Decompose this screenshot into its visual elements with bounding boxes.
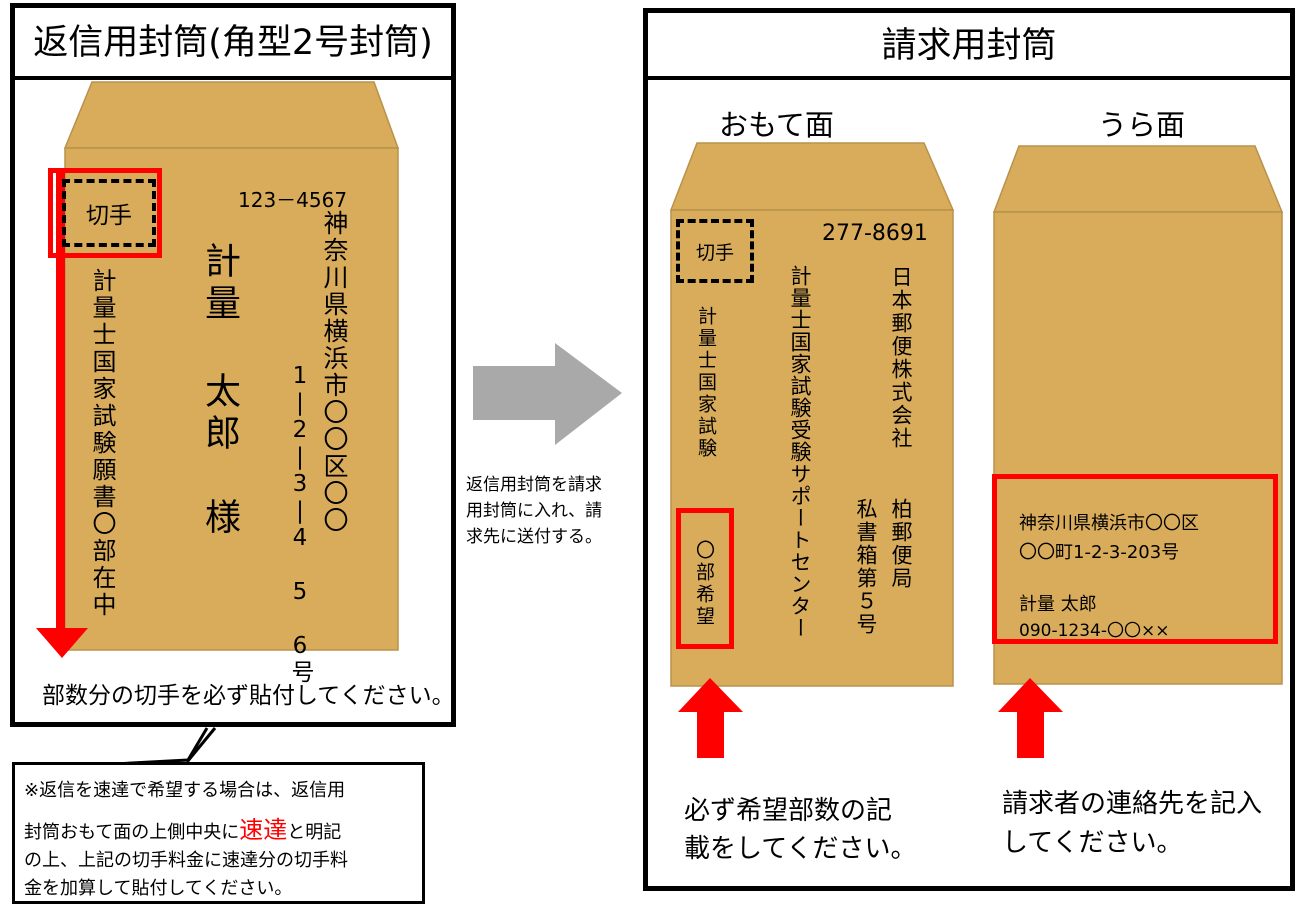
- title-divider: [15, 76, 451, 80]
- express-note-line2-after: と明記: [287, 822, 342, 843]
- vertical-red-arrow-head: [36, 628, 88, 658]
- return-block-number: 1|2|3|4 5 6号: [287, 363, 313, 684]
- front-postal-code: 277-8691: [822, 221, 928, 246]
- return-envelope-body: [64, 147, 399, 651]
- front-po-box: 私書箱第５号: [854, 498, 878, 636]
- express-note-line2: 封筒おもて面の上側中央に速達と明記: [24, 810, 341, 845]
- front-addressee-line1: 日本郵便株式会社: [889, 266, 913, 450]
- front-addressee-line2: 柏郵便局: [889, 498, 913, 590]
- title-divider: [648, 76, 1290, 80]
- return-document-note: 計量士国家試験願書〇部在中: [88, 268, 116, 619]
- stamp-highlight-box: [48, 168, 162, 258]
- return-address: 神奈川県横浜市〇〇区〇〇: [320, 210, 349, 534]
- front-center-name: 計量士国家試験受験サポートセンター: [788, 265, 812, 639]
- return-envelope-title: 返信用封筒(角型2号封筒): [33, 23, 433, 63]
- front-stamp-area: 切手: [676, 219, 754, 283]
- vertical-red-arrow-shaft: [56, 170, 65, 632]
- front-envelope-body: [670, 209, 954, 687]
- front-envelope-flap: [669, 142, 955, 211]
- flow-text-line1: 返信用封筒を請求: [466, 475, 602, 495]
- stamp-area: 切手: [62, 179, 156, 247]
- back-phone: 090-1234-〇〇××: [1019, 621, 1170, 641]
- front-side-label: おもて面: [719, 108, 834, 142]
- back-envelope-body: [993, 211, 1283, 685]
- express-note-box: [12, 762, 425, 904]
- back-caption-line1: 請求者の連絡先を記入: [1002, 789, 1263, 819]
- front-exam-title: 計量士国家試験: [695, 306, 717, 460]
- request-envelope-title: 請求用封筒: [881, 26, 1057, 66]
- back-red-arrow: [998, 678, 1063, 758]
- flow-text-line3: 求先に送付する。: [466, 527, 602, 547]
- stamp-label: 切手: [86, 203, 132, 229]
- express-note-line2-before: 封筒おもて面の上側中央に: [24, 822, 240, 843]
- front-red-arrow: [678, 678, 743, 758]
- back-address-line2: 〇〇町1-2-3-203号: [1019, 542, 1180, 563]
- back-side-label: うら面: [1098, 108, 1186, 142]
- return-name-line1: 計量: [199, 242, 240, 326]
- front-caption-line1: 必ず希望部数の記: [684, 796, 893, 826]
- express-note-line1: ※返信を速達で希望する場合は、返信用: [24, 780, 346, 801]
- back-envelope-flap: [992, 145, 1284, 213]
- front-caption-line2: 載をしてください。: [684, 834, 917, 864]
- return-postal-code: 123－4567: [238, 188, 348, 212]
- express-highlight-word: 速達: [239, 816, 288, 844]
- return-honorific: 様: [199, 498, 240, 534]
- front-copies-wanted: 〇部希望: [693, 540, 715, 628]
- flow-text-line2: 用封筒に入れ、請: [466, 501, 603, 521]
- front-stamp-label: 切手: [695, 241, 734, 264]
- back-name: 計量 太郎: [1019, 594, 1097, 615]
- return-caption: 部数分の切手を必ず貼付してください。: [42, 683, 455, 709]
- copies-wanted-highlight-box: [676, 508, 734, 649]
- sender-contact-highlight-box: [992, 474, 1278, 644]
- express-note-line4: 金を加算して貼付してください。: [24, 878, 293, 899]
- back-caption-line2: してください。: [1002, 828, 1183, 858]
- express-note-line3: の上、上記の切手料金に速達分の切手料: [24, 850, 348, 871]
- back-address-line1: 神奈川県横浜市〇〇区: [1019, 513, 1199, 534]
- return-name-line2: 太郎: [199, 372, 240, 456]
